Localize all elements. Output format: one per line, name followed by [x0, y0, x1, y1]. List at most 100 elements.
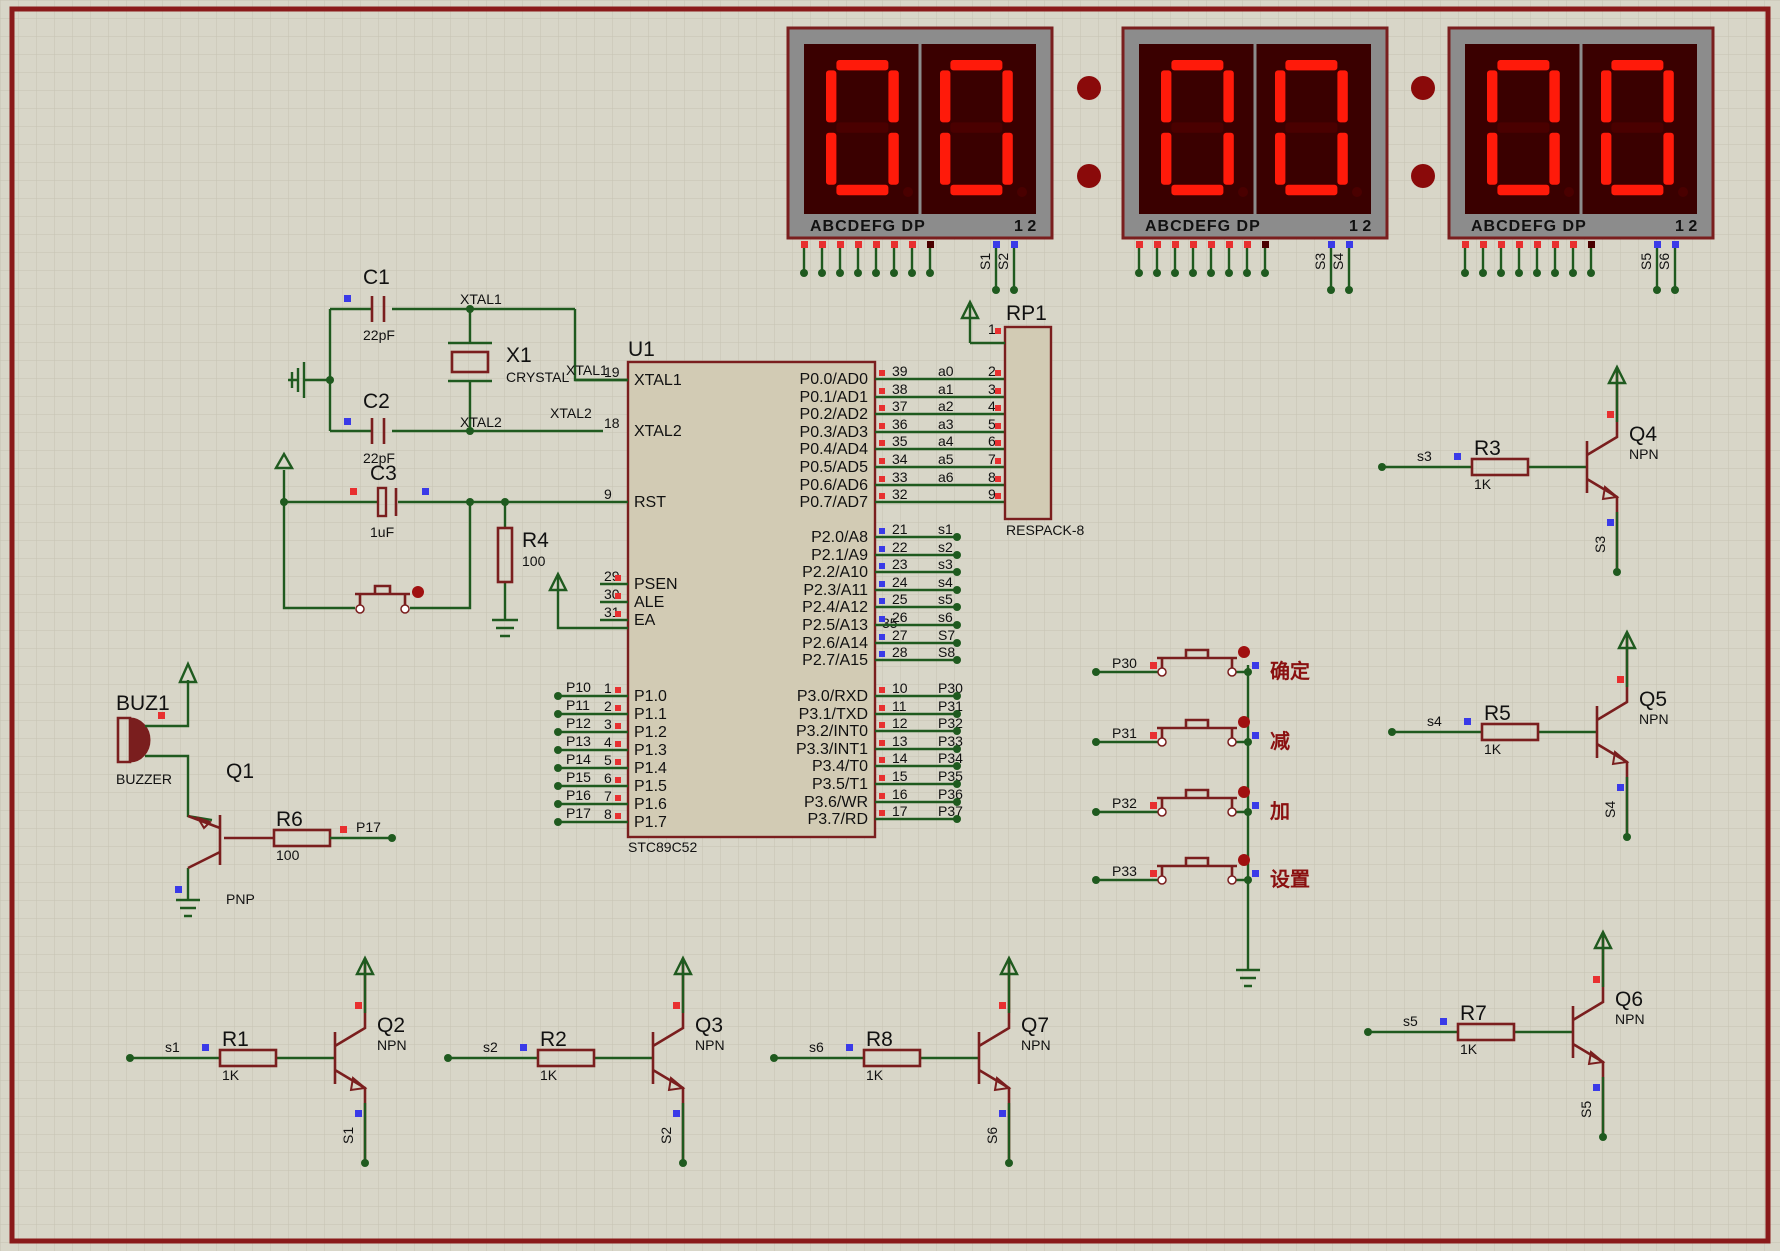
- segment-d: [1497, 184, 1550, 196]
- rp1-pin-number: 1: [988, 321, 996, 337]
- reset-circuit[interactable]: C3 1uF R4 100: [273, 451, 628, 638]
- u1-pin-name: P1.1: [634, 706, 667, 723]
- u1-pin-number: 33: [892, 469, 908, 485]
- c3-value: 1uF: [370, 524, 394, 540]
- u1-pin-number: 38: [892, 381, 908, 397]
- u1-net-label: P11: [566, 697, 590, 713]
- u1-pin-number: 4: [604, 734, 612, 750]
- buzzer-circuit[interactable]: BUZ1 BUZZER Q1 PNP R6 100 P17: [116, 661, 396, 918]
- segment-d: [1611, 184, 1664, 196]
- u1-pin-number: 24: [892, 574, 908, 590]
- display-common-net: S3: [1312, 253, 1328, 270]
- segment-g: [1171, 122, 1224, 133]
- u1-pin-number: 12: [892, 715, 908, 731]
- segment-c: [888, 132, 899, 185]
- u1-pin-number: 15: [892, 768, 908, 784]
- transistor-ref: Q6: [1615, 988, 1643, 1011]
- resistor-ref: R5: [1484, 702, 1511, 725]
- button-net-label: P31: [1112, 725, 1137, 741]
- u1-pin-number: 17: [892, 803, 908, 819]
- u1-net-label: s6: [938, 609, 953, 625]
- u1-net-label: a1: [938, 381, 954, 397]
- u1-pin-number: 8: [604, 806, 612, 822]
- u1-pin-name: P0.3/AD3: [800, 424, 869, 441]
- u1-pin-name: P1.5: [634, 778, 667, 795]
- u1-pin-name: P2.1/A9: [811, 547, 868, 564]
- u1-pin-number: 16: [892, 786, 908, 802]
- transistor-type: NPN: [377, 1037, 407, 1053]
- x1-ref: X1: [506, 344, 532, 367]
- segment-a: [1611, 60, 1664, 71]
- display-pin-label: ABCDEFG DP: [1145, 218, 1261, 235]
- u1-pin-name: P0.4/AD4: [800, 441, 869, 458]
- u1-pin-name: P2.2/A10: [802, 564, 868, 581]
- u1-net-label: P34: [938, 750, 963, 766]
- r6-ref: R6: [276, 808, 303, 831]
- driver-output-net: S2: [658, 1127, 674, 1144]
- rp1-pin-number: 9: [988, 486, 996, 502]
- resistor-value: 1K: [1460, 1041, 1478, 1057]
- u1-pin-number: 10: [892, 680, 908, 696]
- u1-pin-number: 3: [604, 716, 612, 732]
- oscillator-circuit[interactable]: C1 22pF C2 22pF X1 CRYSTAL XTAL1 XTAL2 X…: [288, 266, 628, 466]
- u1-pin-number: 28: [892, 644, 908, 660]
- u1-net-label: a3: [938, 416, 954, 432]
- resistor-value: 1K: [1474, 476, 1492, 492]
- segment-f: [1601, 70, 1612, 123]
- transistor-type: NPN: [695, 1037, 725, 1053]
- u1-pin-number: 23: [892, 556, 908, 572]
- segment-b: [1002, 70, 1013, 123]
- u1-pin-number: 22: [892, 539, 908, 555]
- u1-pin-name: P3.3/INT1: [796, 741, 868, 758]
- transistor-ref: Q4: [1629, 423, 1657, 446]
- c2-ref: C2: [363, 390, 390, 413]
- u1-net-label: s2: [938, 539, 953, 555]
- colon-dots: [1077, 76, 1435, 188]
- button-label: 设置: [1270, 868, 1310, 891]
- u1-pin-number: 25: [892, 591, 908, 607]
- resistor-ref: R1: [222, 1028, 249, 1051]
- u1-pin-name: P0.6/AD6: [800, 477, 869, 494]
- button-net-label: P32: [1112, 795, 1137, 811]
- u1-pin-number: 13: [892, 733, 908, 749]
- rp1-pin-number: 4: [988, 398, 996, 414]
- button-p33[interactable]: P33 设置: [1092, 854, 1310, 891]
- u1-pin-name: P1.7: [634, 814, 667, 831]
- u1-pin-number: 37: [892, 398, 908, 414]
- u1-pin-name: P3.5/T1: [812, 776, 868, 793]
- transistor-ref: Q2: [377, 1014, 405, 1037]
- transistor-ref: Q3: [695, 1014, 723, 1037]
- u1-pin-name: P1.2: [634, 724, 667, 741]
- u1-pin-name: P2.4/A12: [802, 599, 868, 616]
- rp1-pin-number: 3: [988, 381, 996, 397]
- driver-input-net: s4: [1427, 713, 1442, 729]
- u1-net-label: P33: [938, 733, 963, 749]
- button-net-label: P33: [1112, 863, 1137, 879]
- segment-b: [1223, 70, 1234, 123]
- u1-net-label: P12: [566, 715, 591, 731]
- q1-type: PNP: [226, 891, 255, 907]
- display-common-net: S5: [1638, 253, 1654, 270]
- segment-a: [950, 60, 1003, 71]
- sheet-border: [9, 6, 1771, 1244]
- u1-pin-number: 19: [604, 364, 620, 380]
